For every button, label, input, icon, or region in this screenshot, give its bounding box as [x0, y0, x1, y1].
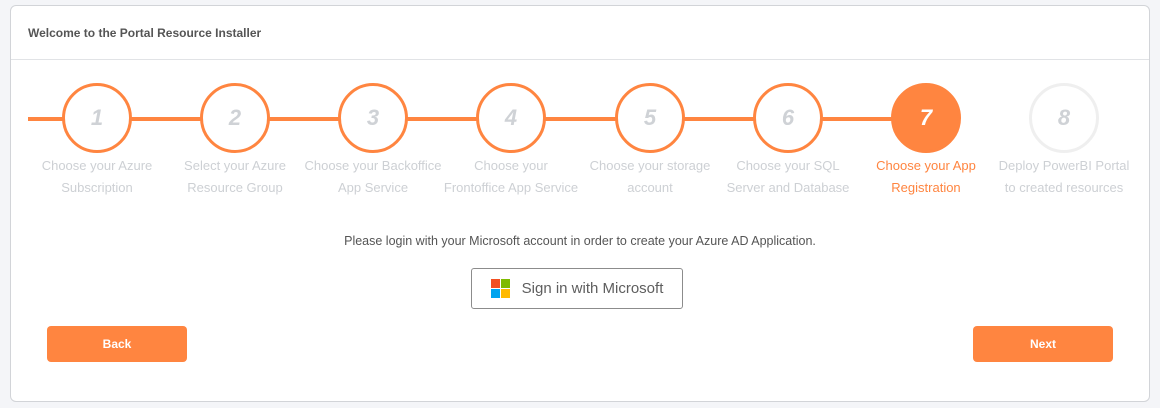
- step-label-line: to created resources: [1004, 180, 1124, 195]
- step-label-line: Choose your Backoffice: [304, 158, 442, 173]
- step-circle: 4: [476, 83, 546, 153]
- step-1[interactable]: 1 Choose your Azure Subscription: [28, 83, 166, 199]
- sign-in-with-microsoft-button[interactable]: Sign in with Microsoft: [471, 268, 683, 309]
- step-label: Choose your SQL Server and Database: [727, 155, 850, 199]
- page-title: Welcome to the Portal Resource Installer: [28, 25, 262, 40]
- card-header: Welcome to the Portal Resource Installer: [11, 6, 1149, 60]
- step-5[interactable]: 5 Choose your storage account: [581, 83, 719, 199]
- step-label-line: Registration: [891, 180, 961, 195]
- step-label: Select your Azure Resource Group: [184, 155, 286, 199]
- sign-in-label: Sign in with Microsoft: [521, 280, 664, 297]
- step-label-line: Resource Group: [187, 180, 283, 195]
- step-7-active[interactable]: 7 Choose your App Registration: [857, 83, 995, 199]
- step-label: Deploy PowerBI Portal to created resourc…: [999, 155, 1130, 199]
- step-4[interactable]: 4 Choose your Frontoffice App Service: [442, 83, 580, 199]
- step-2[interactable]: 2 Select your Azure Resource Group: [166, 83, 304, 199]
- login-prompt: Please login with your Microsoft account…: [344, 234, 816, 248]
- next-button[interactable]: Next: [973, 326, 1113, 362]
- step-label: Choose your Backoffice App Service: [304, 155, 441, 199]
- step-label-line: Choose your Azure: [41, 158, 153, 173]
- microsoft-logo-icon: [490, 279, 510, 298]
- step-6[interactable]: 6 Choose your SQL Server and Database: [719, 83, 857, 199]
- step-circle: 1: [62, 83, 132, 153]
- step-label: Choose your Frontoffice App Service: [444, 155, 578, 199]
- step-label-line: Choose your: [474, 158, 548, 173]
- step-circle: 5: [615, 83, 685, 153]
- step-label-line: Select your Azure: [184, 158, 286, 173]
- step-label-line: account: [627, 180, 673, 195]
- step-circle: 7: [891, 83, 961, 153]
- step-circle: 8: [1029, 83, 1099, 153]
- step-label-line: Frontoffice App Service: [443, 180, 579, 195]
- step-label: Choose your App Registration: [876, 155, 976, 199]
- step-label-line: Subscription: [61, 180, 133, 195]
- step-label: Choose your Azure Subscription: [42, 155, 153, 199]
- step-circle: 3: [338, 83, 408, 153]
- installer-card: Welcome to the Portal Resource Installer…: [10, 5, 1150, 402]
- step-circle: 2: [200, 83, 270, 153]
- step-label-line: App Service: [337, 180, 409, 195]
- step-circle: 6: [753, 83, 823, 153]
- step-label-line: Choose your SQL: [736, 158, 840, 173]
- step-label-line: Deploy PowerBI Portal: [998, 158, 1130, 173]
- stepper: 1 Choose your Azure Subscription 2 Selec…: [11, 6, 1149, 206]
- step-label-line: Server and Database: [726, 180, 850, 195]
- step-3[interactable]: 3 Choose your Backoffice App Service: [304, 83, 442, 199]
- back-button[interactable]: Back: [47, 326, 187, 362]
- step-label: Choose your storage account: [590, 155, 711, 199]
- step-label-line: Choose your storage: [589, 158, 711, 173]
- stepper-progress-line: [28, 117, 908, 121]
- step-8: 8 Deploy PowerBI Portal to created resou…: [995, 83, 1133, 199]
- step-label-line: Choose your App: [876, 158, 976, 173]
